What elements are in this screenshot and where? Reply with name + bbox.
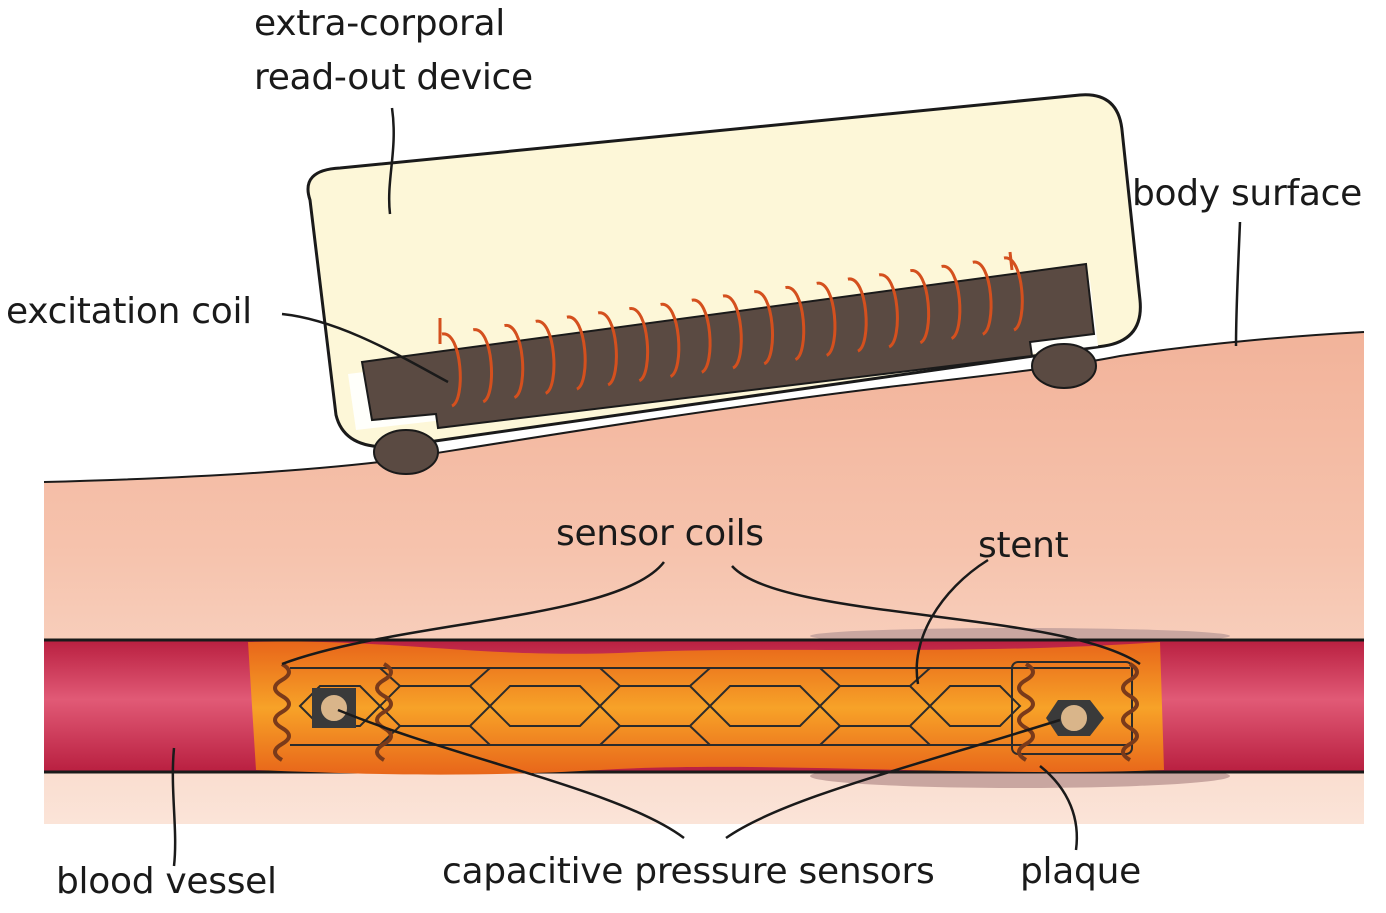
coil-turn (566, 315, 587, 391)
plaque-label: plaque (1020, 851, 1141, 892)
device-foot-left (373, 429, 439, 475)
sensor-coil-left (273, 662, 393, 762)
coil-turn (910, 269, 931, 345)
leader-device (387, 107, 395, 215)
stent-mesh (290, 661, 1133, 755)
coil-turn (753, 290, 774, 366)
coil-turn (691, 298, 712, 374)
coil-turn (816, 281, 837, 357)
excitation-coil-core (360, 262, 1096, 430)
leader-sensor-coils-right (731, 565, 1141, 666)
sensor-coils-label: sensor coils (556, 513, 764, 554)
coil-turn (597, 311, 618, 387)
coil-turn (472, 328, 493, 404)
coil-turn (504, 324, 525, 399)
device-label-line1: extra-corporal (254, 3, 505, 44)
blood-vessel-label: blood vessel (56, 861, 277, 902)
coil-turn (1003, 256, 1024, 332)
coil-turn (941, 264, 962, 340)
stent-label: stent (978, 525, 1069, 566)
leader-sensor-left (337, 708, 685, 840)
coil-turn (660, 302, 681, 378)
leader-stent (915, 558, 989, 685)
stent-region (248, 641, 1164, 775)
coil-turn (441, 332, 462, 408)
leader-sensor-coils-left (281, 561, 665, 666)
pressure-sensor-right (1046, 700, 1104, 736)
coil-turn (972, 260, 993, 336)
device-foot-right (1031, 343, 1097, 389)
sensor-coil-right (1017, 662, 1139, 762)
excitation-coil-turns (441, 256, 1024, 408)
leader-excitation-coil (281, 312, 449, 384)
coil-turn (535, 319, 556, 395)
coil-turn (847, 277, 868, 353)
leader-lines (171, 107, 1242, 867)
leader-plaque (1039, 765, 1079, 851)
device-label-line2: read-out device (254, 57, 533, 98)
leader-blood-vessel (171, 747, 177, 867)
coil-turn (878, 273, 899, 349)
coil-turn (785, 286, 806, 361)
coil-turn (629, 307, 650, 383)
body-surface-line (43, 331, 1365, 483)
leader-sensor-right (725, 718, 1061, 840)
excitation-coil-label: excitation coil (6, 291, 252, 332)
body-surface-label: body surface (1132, 173, 1362, 214)
pressure-sensor-left (312, 688, 356, 728)
coil-turn (722, 294, 743, 370)
leader-body-surface (1234, 221, 1242, 347)
pressure-sensors-label: capacitive pressure sensors (442, 851, 935, 892)
